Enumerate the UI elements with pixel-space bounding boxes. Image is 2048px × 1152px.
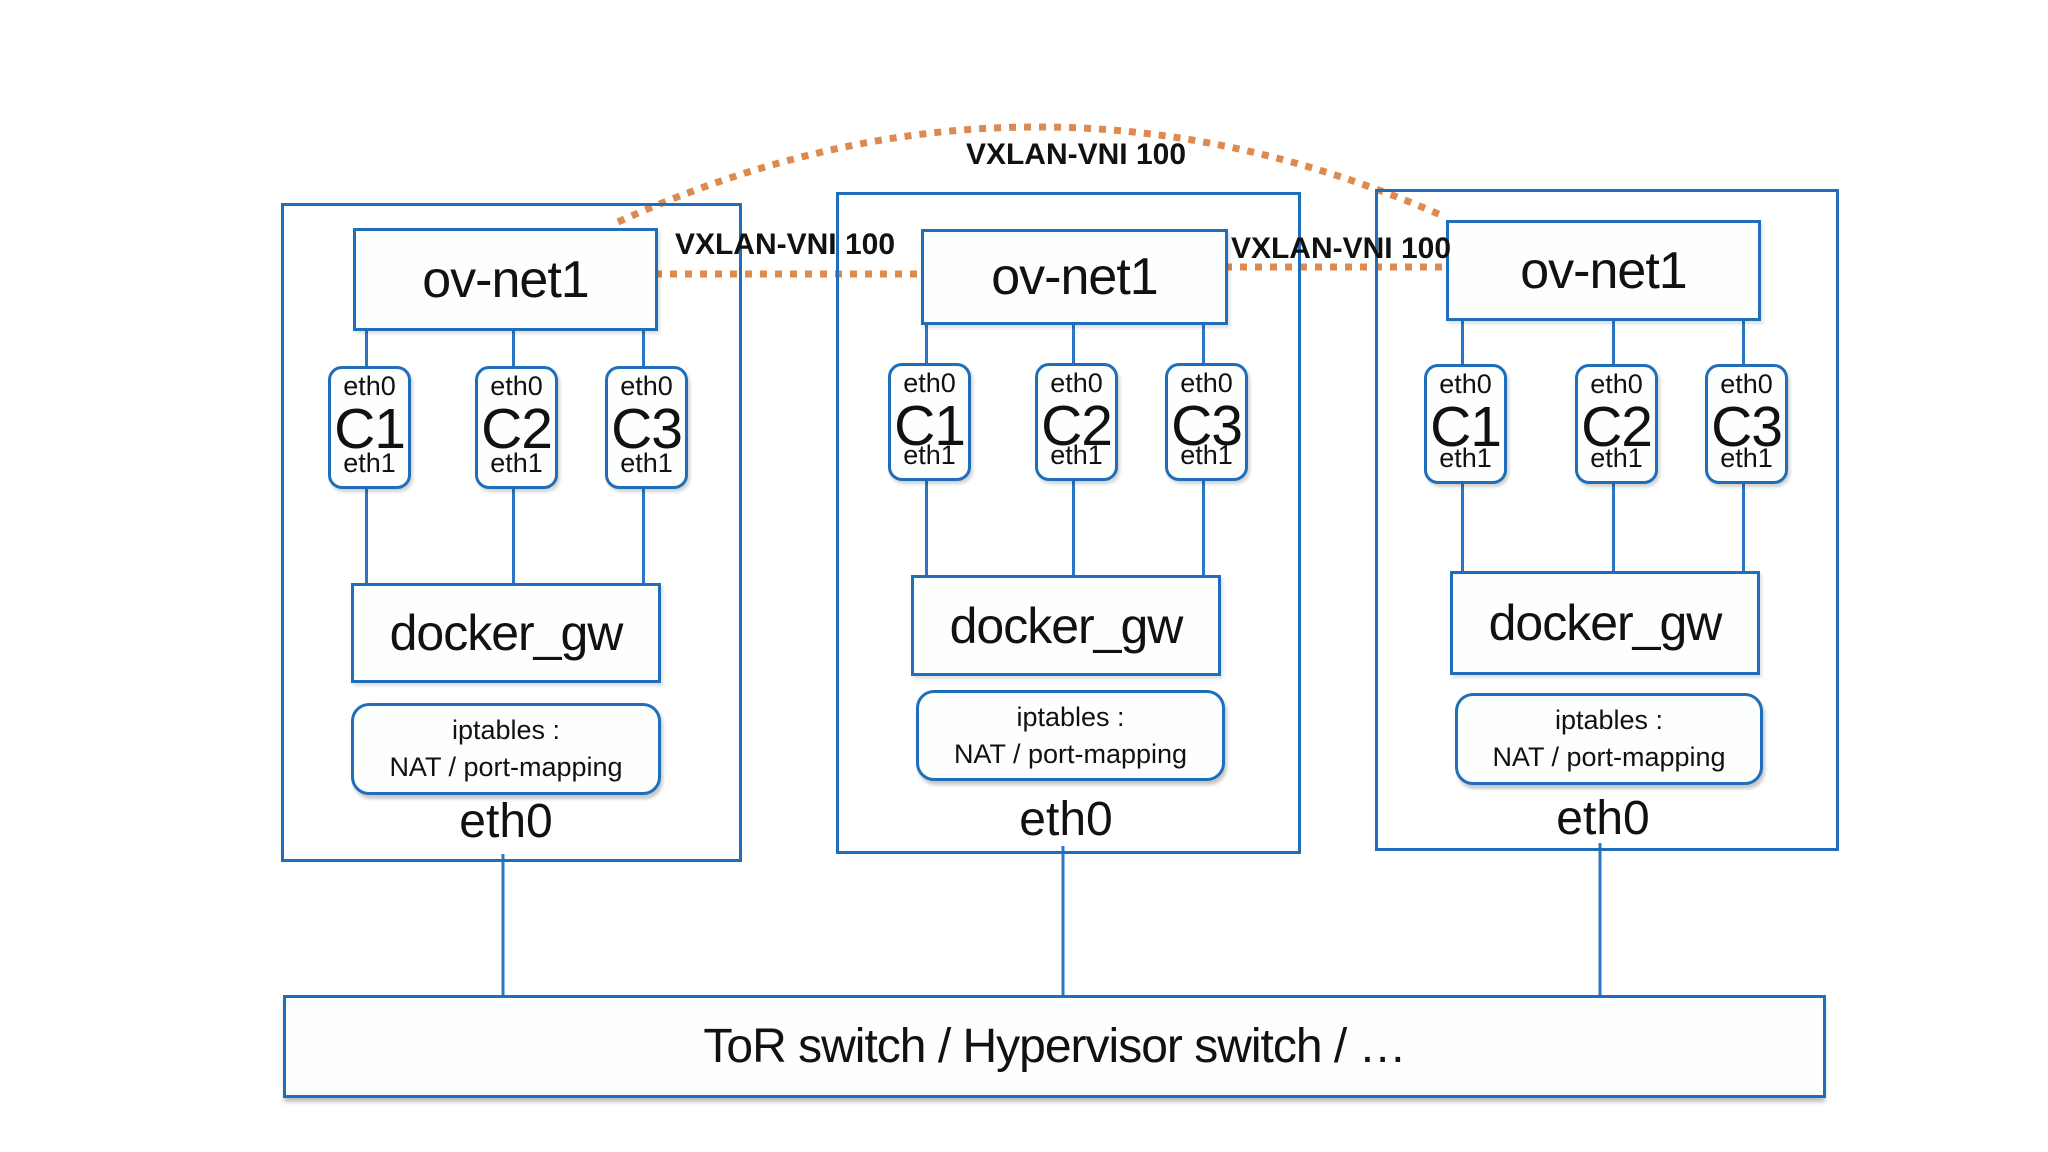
container-eth1-label: eth1 [620,448,673,478]
container-eth0-label: eth0 [620,371,673,401]
host-eth0-label: eth0 [1019,793,1113,846]
docker-gateway-label: docker_gw [1488,595,1723,651]
docker-gateway-label: docker_gw [949,597,1184,654]
overlay-network-box: ov-net1 [353,228,658,331]
container-eth0-label: eth0 [1180,368,1233,398]
iptables-note-box: iptables : NAT / port-mapping [351,703,661,795]
container-eth1-label: eth1 [1050,440,1103,470]
vxlan-vni-label-top: VXLAN-VNI 100 [965,138,1187,171]
iptables-note-line2: NAT / port-mapping [389,752,623,782]
container-name: C3 [1171,394,1243,458]
container-eth0-label: eth0 [1590,369,1643,399]
container-box-c2: eth0 C2 eth1 [1035,363,1118,481]
tor-switch-label: ToR switch / Hypervisor switch / … [703,1020,1406,1073]
container-eth0-label: eth0 [1439,369,1492,399]
host-box-1: ov-net1 eth0 C1 eth1 eth0 C2 eth1 eth0 C… [281,203,742,862]
container-box-c1: eth0 C1 eth1 [888,363,971,481]
docker-gateway-label: docker_gw [389,605,624,661]
iptables-note-box: iptables : NAT / port-mapping [916,690,1225,781]
host-eth0-label: eth0 [459,795,553,848]
vxlan-tunnels [616,123,1445,278]
container-eth1-label: eth1 [1180,440,1233,470]
overlay-network-label: ov-net1 [422,250,589,309]
container-eth1-label: eth1 [1590,443,1643,473]
container-box-c2: eth0 C2 eth1 [1575,364,1658,484]
container-name: C1 [1430,395,1502,459]
container-eth1-label: eth1 [1439,443,1492,473]
container-name: C1 [334,397,406,461]
container-name: C3 [1711,395,1783,459]
container-eth0-label: eth0 [1050,368,1103,398]
container-box-c2: eth0 C2 eth1 [475,366,558,489]
host-box-3: ov-net1 eth0 C1 eth1 eth0 C2 eth1 eth0 C… [1375,189,1839,851]
host-box-2: ov-net1 eth0 C1 eth1 eth0 C2 eth1 eth0 C… [836,192,1301,854]
vxlan-vni-label-host2-host3: VXLAN-VNI 100 [1230,232,1452,265]
docker-gateway-box: docker_gw [1450,571,1760,675]
vxlan-arc-host1-host3 [616,123,1445,226]
iptables-note-line1: iptables : [1016,701,1125,732]
docker-gateway-box: docker_gw [351,583,661,683]
container-eth0-label: eth0 [903,368,956,398]
container-box-c1: eth0 C1 eth1 [328,366,411,489]
iptables-note-line1: iptables : [1554,705,1664,735]
iptables-note-box: iptables : NAT / port-mapping [1455,693,1763,785]
container-eth0-label: eth0 [490,371,543,401]
container-box-c3: eth0 C3 eth1 [1705,364,1788,484]
overlay-network-box: ov-net1 [921,229,1228,325]
vxlan-vni-label-host1-host2: VXLAN-VNI 100 [674,228,896,261]
overlay-network-label: ov-net1 [991,248,1158,306]
container-eth1-label: eth1 [1720,443,1773,473]
overlay-network-label: ov-net1 [1520,241,1687,300]
docker-gateway-box: docker_gw [911,575,1221,676]
container-name: C1 [894,394,966,458]
container-box-c3: eth0 C3 eth1 [605,366,688,489]
iptables-note-line2: NAT / port-mapping [1492,742,1726,772]
tor-switch-box: ToR switch / Hypervisor switch / … [283,995,1826,1098]
container-eth1-label: eth1 [343,448,396,478]
container-box-c1: eth0 C1 eth1 [1424,364,1507,484]
container-name: C2 [1041,394,1113,458]
overlay-network-box: ov-net1 [1446,220,1761,321]
iptables-note-line2: NAT / port-mapping [953,738,1188,769]
container-name: C2 [1581,395,1653,459]
container-eth0-label: eth0 [1720,369,1773,399]
container-name: C3 [611,397,683,461]
container-eth1-label: eth1 [490,448,543,478]
container-eth0-label: eth0 [343,371,396,401]
container-box-c3: eth0 C3 eth1 [1165,363,1248,481]
host2-connectors [925,312,1205,998]
container-eth1-label: eth1 [903,440,956,470]
host-eth0-label: eth0 [1556,792,1650,845]
iptables-note-line1: iptables : [451,715,561,745]
container-name: C2 [481,397,553,461]
